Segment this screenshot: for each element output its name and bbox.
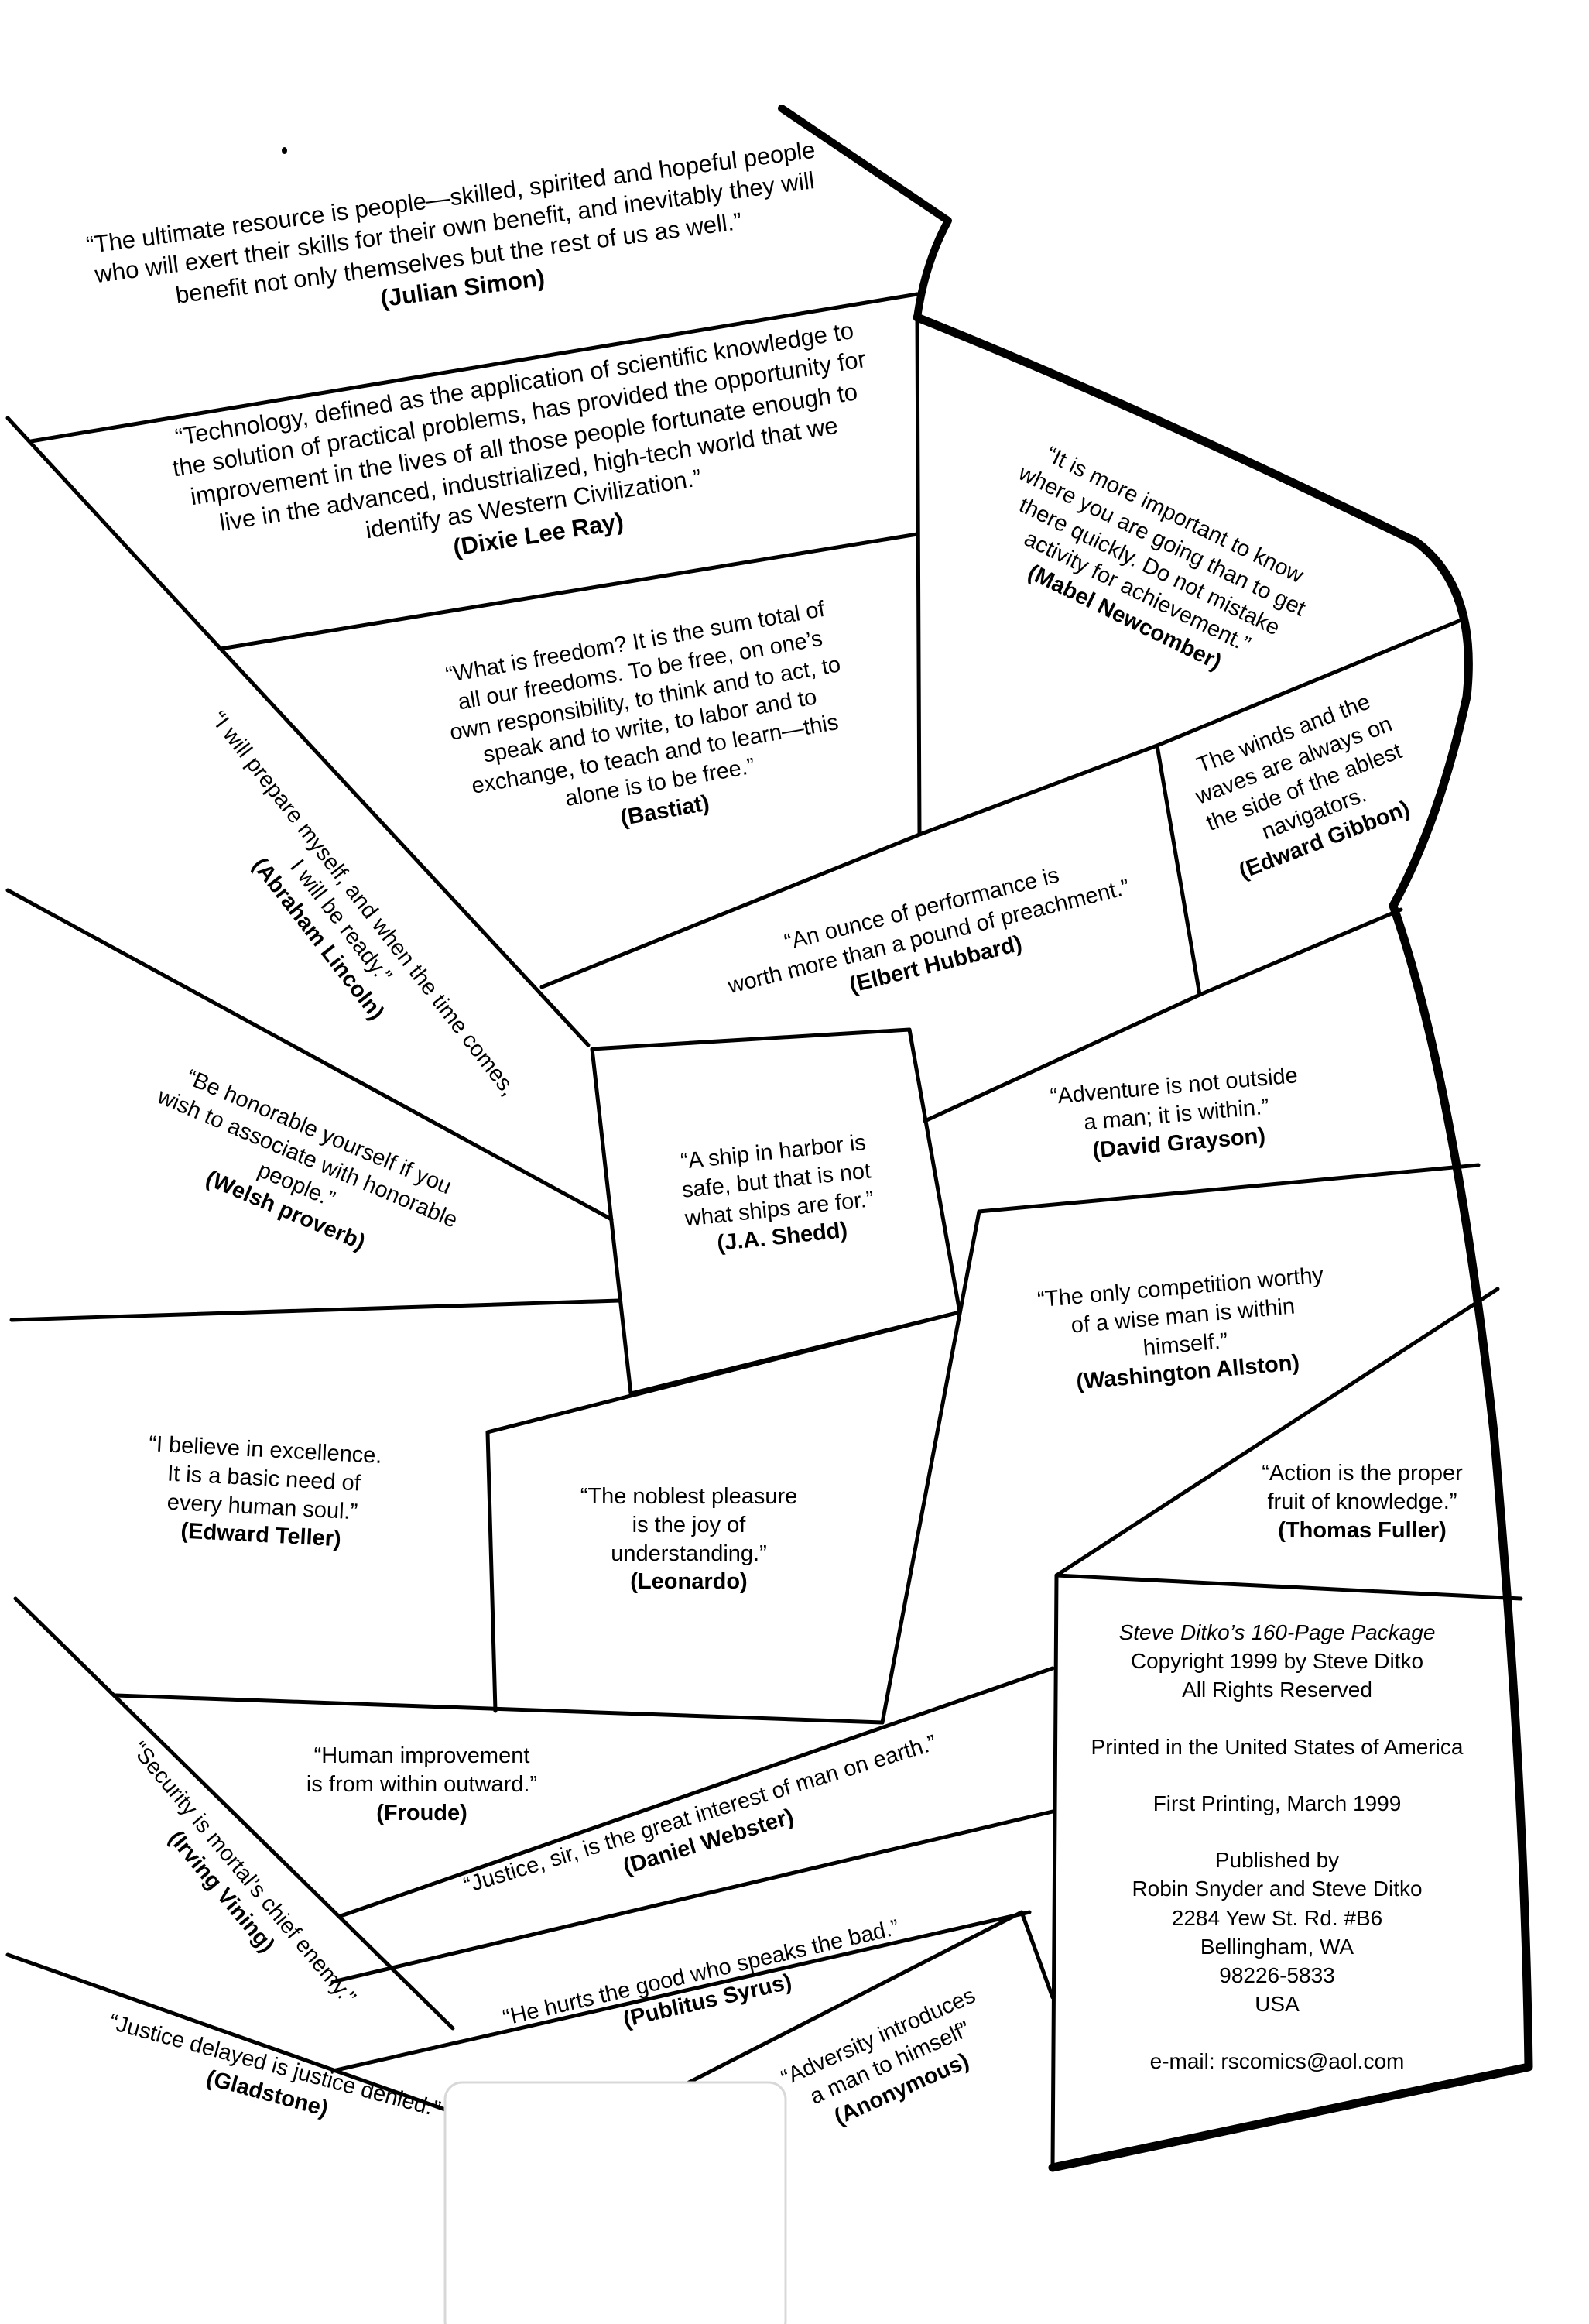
- quote-thomas-fuller: “Action is the proper fruit of knowledge…: [1231, 1459, 1494, 1544]
- first-printing: First Printing, March 1999: [1152, 1791, 1402, 1815]
- quote-edward-teller: “I believe in excellence. It is a basic …: [105, 1428, 420, 1558]
- copyright-notice: Copyright 1999 by Steve Ditko All Rights…: [1130, 1649, 1424, 1702]
- quote-text: “I believe in excellence. It is a basic …: [148, 1431, 383, 1525]
- book-title: Steve Ditko’s 160-Page Package: [1118, 1620, 1436, 1644]
- publisher-address: Published by Robin Snyder and Steve Ditk…: [1132, 1848, 1423, 2017]
- printed-in: Printed in the United States of America: [1091, 1734, 1464, 1759]
- quote-author: (Froude): [376, 1800, 467, 1825]
- quote-text: “Action is the proper fruit of knowledge…: [1262, 1461, 1463, 1514]
- quote-leonardo: “The noblest pleasure is the joy of unde…: [542, 1482, 836, 1596]
- quote-froude: “Human improvement is from within outwar…: [275, 1742, 569, 1827]
- quote-text: “The noblest pleasure is the joy of unde…: [580, 1484, 798, 1566]
- ink-speck: [282, 147, 287, 154]
- quote-text: “Human improvement is from within outwar…: [306, 1743, 538, 1797]
- contact-email: e-mail: rscomics@aol.com: [1149, 2048, 1405, 2073]
- quote-author: (Leonardo): [630, 1569, 748, 1595]
- quote-author: (Thomas Fuller): [1278, 1517, 1447, 1543]
- copyright-imprint: Steve Ditko’s 160-Page Package Copyright…: [1053, 1618, 1502, 2075]
